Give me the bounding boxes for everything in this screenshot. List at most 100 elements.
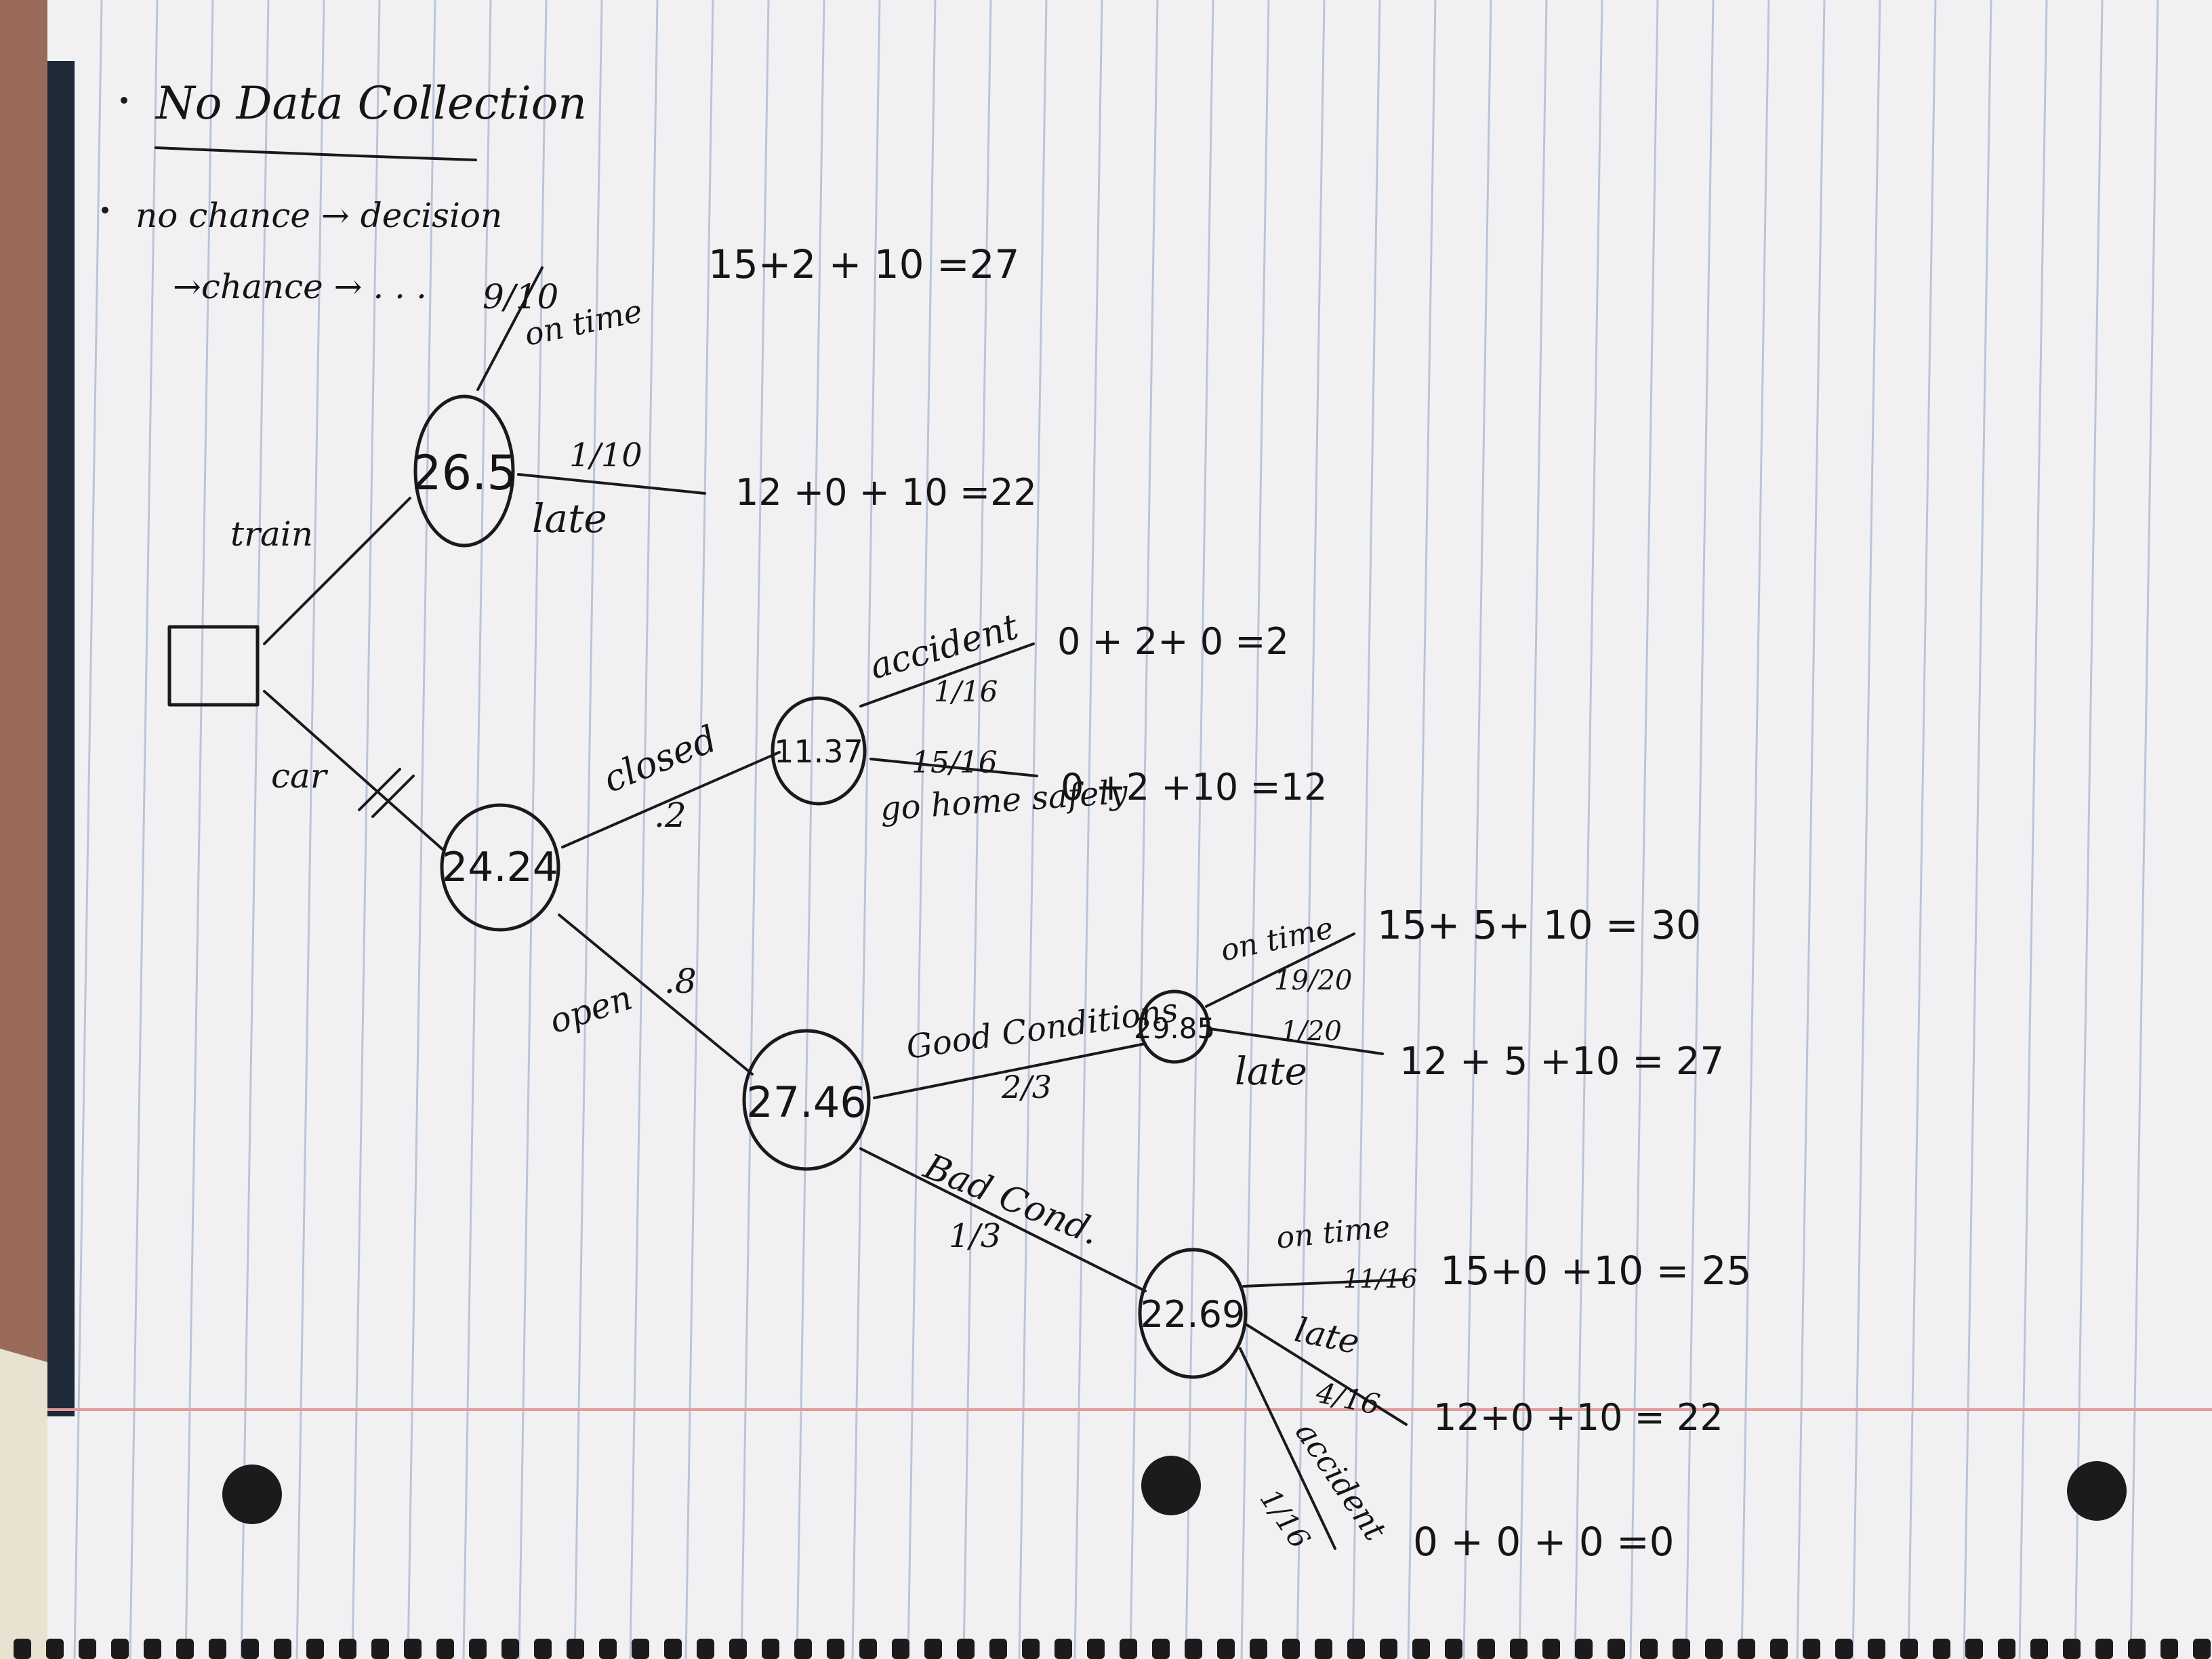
branch-bad-on-time — [1242, 1278, 1408, 1288]
spiral-ring — [1477, 1639, 1495, 1659]
payoff-bad-late: 12+0 +10 = 22 — [1433, 1396, 1723, 1439]
bullet-dot — [121, 97, 127, 104]
spiral-ring — [46, 1639, 64, 1659]
note-line-1: no chance → decision — [136, 196, 502, 235]
payoff-good-late: 12 + 5 +10 = 27 — [1399, 1040, 1724, 1084]
decision-node-square — [167, 625, 260, 707]
ruled-line — [351, 0, 381, 1659]
spiral-ring — [1738, 1639, 1755, 1659]
spiral-ring — [404, 1639, 422, 1659]
branch-closed-accident — [859, 642, 1035, 708]
chance-node-closed — [771, 696, 867, 806]
ruled-line — [1129, 0, 1159, 1659]
ruled-line — [2129, 0, 2159, 1659]
spiral-ring — [306, 1639, 324, 1659]
chance-node-good — [1139, 989, 1210, 1064]
spiral-ring — [79, 1639, 96, 1659]
branch-bad — [859, 1147, 1147, 1292]
ruled-line — [629, 0, 659, 1659]
spiral-ring — [501, 1639, 519, 1659]
spiral-ring — [1900, 1639, 1918, 1659]
punch-hole — [2067, 1461, 2127, 1521]
spiral-ring — [599, 1639, 617, 1659]
spiral-ring — [1022, 1639, 1040, 1659]
node-value-open: 27.46 — [746, 1078, 867, 1127]
label-train: train — [230, 514, 313, 554]
spiral-ring — [1542, 1639, 1560, 1659]
spiral-ring — [2063, 1639, 2081, 1659]
spiral-ring — [2128, 1639, 2146, 1659]
ruled-line — [73, 0, 103, 1659]
spiral-ring — [1705, 1639, 1723, 1659]
spiral-ring — [1152, 1639, 1170, 1659]
spiral-ring — [664, 1639, 682, 1659]
spiral-ring — [1770, 1639, 1788, 1659]
ruled-lines — [73, 0, 2159, 1659]
spiral-ring — [567, 1639, 584, 1659]
spiral-ring — [1445, 1639, 1462, 1659]
spiral-ring — [111, 1639, 129, 1659]
spiral-ring — [1380, 1639, 1397, 1659]
branch-closed-safe — [869, 758, 1038, 777]
label-car: car — [271, 756, 329, 796]
spiral-ring — [1217, 1639, 1235, 1659]
spiral-ring — [1347, 1639, 1365, 1659]
ruled-line — [1629, 0, 1659, 1659]
spiral-ring — [794, 1639, 812, 1659]
branch-train-late — [517, 473, 706, 495]
chance-node-open — [742, 1029, 871, 1171]
spiral-ring — [1412, 1639, 1430, 1659]
spiral-ring — [209, 1639, 226, 1659]
spiral-ring — [436, 1639, 454, 1659]
branch-train — [263, 497, 411, 645]
spiral-ring — [2160, 1639, 2178, 1659]
label-open-prob: .8 — [664, 962, 697, 1001]
paper-stack-edge — [0, 1349, 47, 1659]
payoff-closed-accident: 0 + 2+ 0 =2 — [1057, 620, 1289, 663]
spiral-ring — [892, 1639, 909, 1659]
spiral-ring — [1607, 1639, 1625, 1659]
chance-node-bad — [1138, 1248, 1248, 1379]
ruled-line — [1907, 0, 1937, 1659]
spiral-ring — [729, 1639, 747, 1659]
branch-car — [263, 690, 445, 852]
payoff-good-on-time: 15+ 5+ 10 = 30 — [1377, 902, 1701, 948]
ruled-line — [740, 0, 770, 1659]
ruled-line — [1740, 0, 1770, 1659]
punch-hole — [1141, 1456, 1201, 1515]
notebook-cover-edge — [47, 61, 75, 1416]
spiral-ring — [1120, 1639, 1137, 1659]
node-value-train: 26.5 — [411, 445, 517, 501]
label-train-late: late — [532, 495, 607, 541]
ruled-line — [1296, 0, 1326, 1659]
branch-good — [873, 1042, 1147, 1099]
branch-good-on-time — [1205, 933, 1355, 1008]
spiral-ring — [957, 1639, 975, 1659]
spiral-ring — [176, 1639, 194, 1659]
spiral-ring — [924, 1639, 942, 1659]
ruled-line — [518, 0, 548, 1659]
spiral-ring — [859, 1639, 877, 1659]
page-title: No Data Collection — [155, 77, 587, 129]
label-closed-prob: .2 — [654, 796, 687, 835]
note-line-2: →chance → . . . — [173, 267, 427, 306]
spiral-ring — [1933, 1639, 1950, 1659]
chance-node-train — [413, 394, 515, 548]
payoff-closed-safe: 0 +2 +10 =12 — [1061, 766, 1327, 808]
spiral-ring — [827, 1639, 844, 1659]
spiral-ring — [274, 1639, 291, 1659]
ruled-line — [907, 0, 937, 1659]
node-value-bad: 22.69 — [1141, 1293, 1246, 1336]
label-good-on-time-prob: 19/20 — [1274, 965, 1352, 996]
ruled-line — [796, 0, 825, 1659]
ruled-line — [1351, 0, 1381, 1659]
ruled-line — [1018, 0, 1048, 1659]
label-train-late-prob: 1/10 — [569, 436, 642, 474]
spiral-ring — [1185, 1639, 1202, 1659]
spiral-ring — [1282, 1639, 1300, 1659]
spiral-ring — [1673, 1639, 1690, 1659]
spiral-ring — [2030, 1639, 2048, 1659]
ruled-line — [1073, 0, 1103, 1659]
ruled-line — [1851, 0, 1881, 1659]
branch-car-pruned-mark — [358, 768, 401, 811]
